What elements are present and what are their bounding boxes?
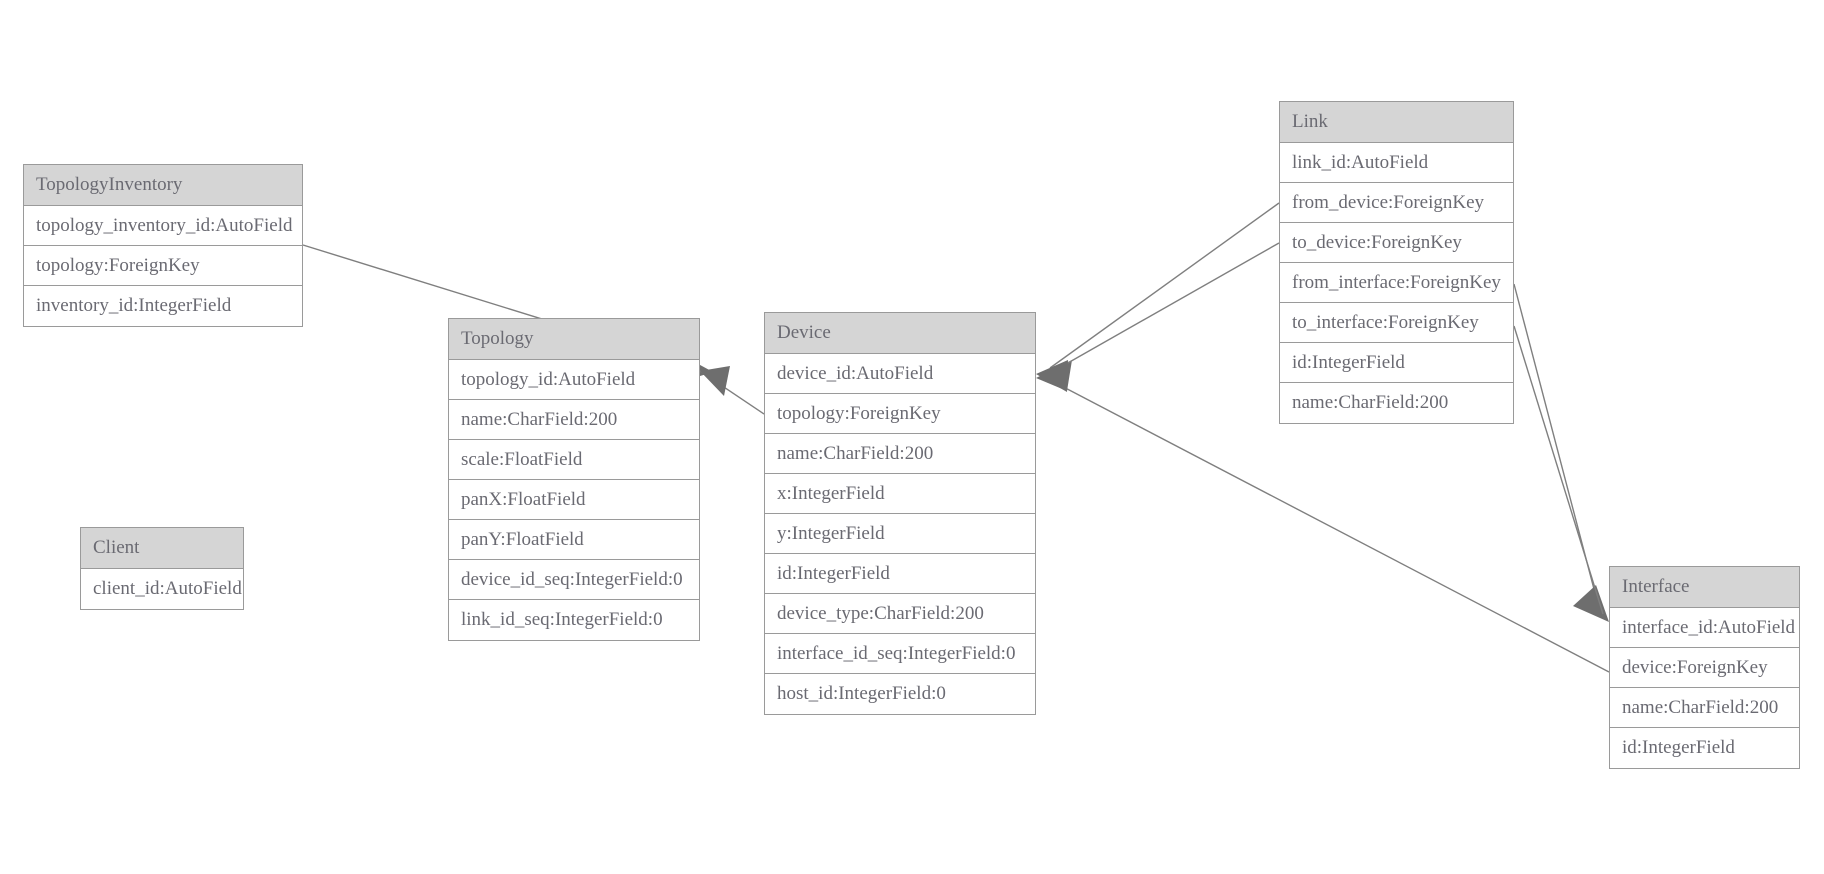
edge-device-topology (699, 366, 765, 415)
field-row[interactable]: name:CharField:200 (1292, 392, 1449, 413)
field-row[interactable]: device_id_seq:IntegerField:0 (449, 560, 699, 600)
entity-title-interface: Interface (1610, 567, 1799, 608)
entity-title-topology: Topology (449, 319, 699, 360)
field-row[interactable]: topology:ForeignKey (24, 246, 302, 286)
edge-link-from-interface (1513, 283, 1609, 622)
field-row[interactable]: name:CharField:200 (765, 434, 1035, 474)
field-row[interactable]: from_device:ForeignKey (1280, 183, 1513, 223)
edge-link-to-interface (1513, 325, 1604, 615)
field-row[interactable]: id:IntegerField (765, 554, 1035, 594)
field-row[interactable]: interface_id:AutoField (1610, 608, 1799, 648)
field-row[interactable]: topology:ForeignKey (765, 394, 1035, 434)
field-row[interactable]: id:IntegerField (1280, 343, 1513, 383)
field-row[interactable]: panX:FloatField (449, 480, 699, 520)
field-row[interactable]: to_interface:ForeignKey (1280, 303, 1513, 343)
field-row[interactable]: device_id:AutoField (765, 354, 1035, 394)
entity-fields-topologyinventory: topology_inventory_id:AutoField topology… (24, 206, 302, 326)
field-row[interactable]: inventory_id:IntegerField (36, 295, 232, 316)
field-row[interactable]: y:IntegerField (765, 514, 1035, 554)
entity-link[interactable]: Link link_id:AutoField from_device:Forei… (1279, 101, 1514, 424)
entity-title-device: Device (765, 313, 1035, 354)
field-row[interactable]: scale:FloatField (449, 440, 699, 480)
entity-topology[interactable]: Topology topology_id:AutoField name:Char… (448, 318, 700, 641)
entity-title-link: Link (1280, 102, 1513, 143)
field-row[interactable]: interface_id_seq:IntegerField:0 (765, 634, 1035, 674)
entity-interface[interactable]: Interface interface_id:AutoField device:… (1609, 566, 1800, 769)
field-row[interactable]: device:ForeignKey (1610, 648, 1799, 688)
field-row[interactable]: device_type:CharField:200 (765, 594, 1035, 634)
entity-device[interactable]: Device device_id:AutoField topology:Fore… (764, 312, 1036, 715)
entity-client[interactable]: Client client_id:AutoField (80, 527, 244, 610)
field-row[interactable]: to_device:ForeignKey (1280, 223, 1513, 263)
field-row[interactable]: x:IntegerField (765, 474, 1035, 514)
field-row[interactable]: client_id:AutoField (93, 578, 242, 599)
entity-fields-topology: topology_id:AutoField name:CharField:200… (449, 360, 699, 640)
field-row[interactable]: link_id_seq:IntegerField:0 (461, 609, 663, 630)
entity-title-topologyinventory: TopologyInventory (24, 165, 302, 206)
field-row[interactable]: name:CharField:200 (1610, 688, 1799, 728)
field-row[interactable]: host_id:IntegerField:0 (777, 683, 946, 704)
entity-fields-link: link_id:AutoField from_device:ForeignKey… (1280, 143, 1513, 423)
entity-fields-client: client_id:AutoField (81, 569, 243, 609)
field-row[interactable]: link_id:AutoField (1280, 143, 1513, 183)
entity-title-client: Client (81, 528, 243, 569)
edge-link-from-device (1036, 202, 1280, 391)
entity-fields-interface: interface_id:AutoField device:ForeignKey… (1610, 608, 1799, 768)
field-row[interactable]: topology_inventory_id:AutoField (24, 206, 302, 246)
entity-topologyinventory[interactable]: TopologyInventory topology_inventory_id:… (23, 164, 303, 327)
field-row[interactable]: topology_id:AutoField (449, 360, 699, 400)
field-row[interactable]: name:CharField:200 (449, 400, 699, 440)
field-row[interactable]: from_interface:ForeignKey (1280, 263, 1513, 303)
field-row[interactable]: panY:FloatField (449, 520, 699, 560)
edge-link-to-device (1051, 242, 1280, 373)
field-row[interactable]: id:IntegerField (1622, 737, 1735, 758)
entity-fields-device: device_id:AutoField topology:ForeignKey … (765, 354, 1035, 714)
